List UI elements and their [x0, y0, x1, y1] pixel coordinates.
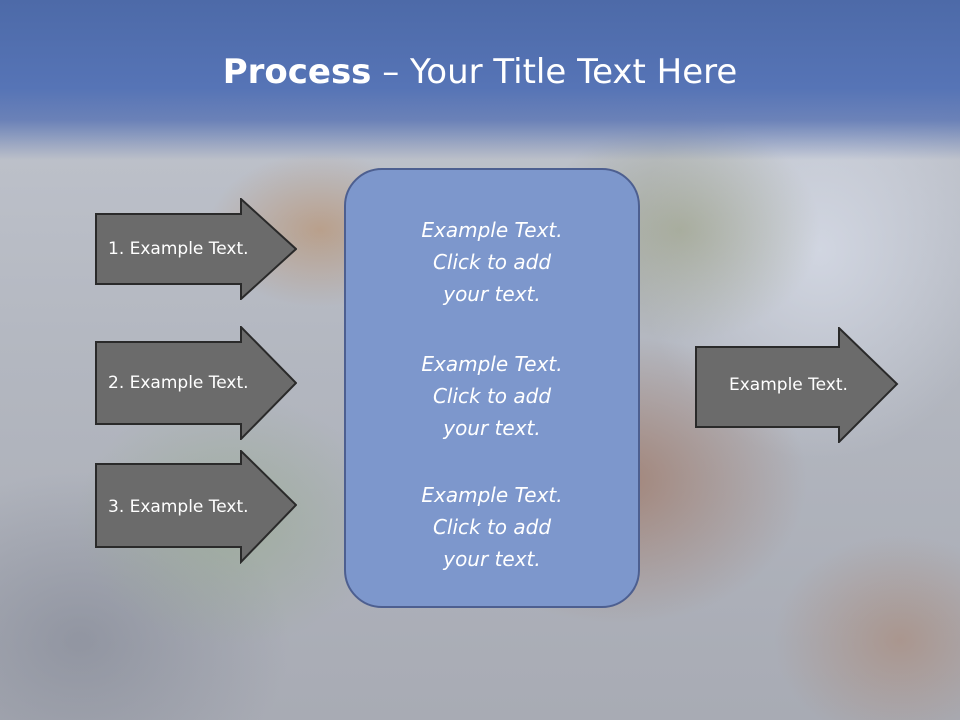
center-line: Click to add: [432, 250, 552, 274]
center-line: Example Text.: [421, 483, 563, 507]
center-block-3: Example Text. Click to add your text.: [346, 479, 638, 575]
center-line: Example Text.: [421, 352, 563, 376]
output-arrow[interactable]: Example Text.: [695, 327, 899, 443]
step-arrow-2[interactable]: 2. Example Text.: [95, 326, 297, 440]
step-label-1: 1. Example Text.: [108, 239, 249, 259]
center-block-1: Example Text. Click to add your text.: [346, 214, 638, 310]
center-line: your text.: [443, 282, 541, 306]
title-bold: Process: [222, 52, 372, 92]
step-arrow-1[interactable]: 1. Example Text.: [95, 198, 297, 300]
output-label: Example Text.: [729, 375, 848, 395]
step-label-2: 2. Example Text.: [108, 373, 249, 393]
arrow-shape: [695, 327, 899, 443]
title-rest: – Your Title Text Here: [371, 52, 738, 92]
arrow-shape: [95, 198, 297, 300]
center-line: Click to add: [432, 515, 552, 539]
center-line: Click to add: [432, 384, 552, 408]
center-block-2: Example Text. Click to add your text.: [346, 348, 638, 444]
center-text-box[interactable]: Example Text. Click to add your text. Ex…: [344, 168, 640, 608]
arrow-shape: [95, 326, 297, 440]
center-line: your text.: [443, 547, 541, 571]
step-arrow-3[interactable]: 3. Example Text.: [95, 450, 297, 564]
center-line: your text.: [443, 416, 541, 440]
step-label-3: 3. Example Text.: [108, 497, 249, 517]
slide-title[interactable]: Process – Your Title Text Here: [0, 52, 960, 92]
arrow-shape: [95, 450, 297, 564]
center-line: Example Text.: [421, 218, 563, 242]
title-bar: [0, 0, 960, 160]
